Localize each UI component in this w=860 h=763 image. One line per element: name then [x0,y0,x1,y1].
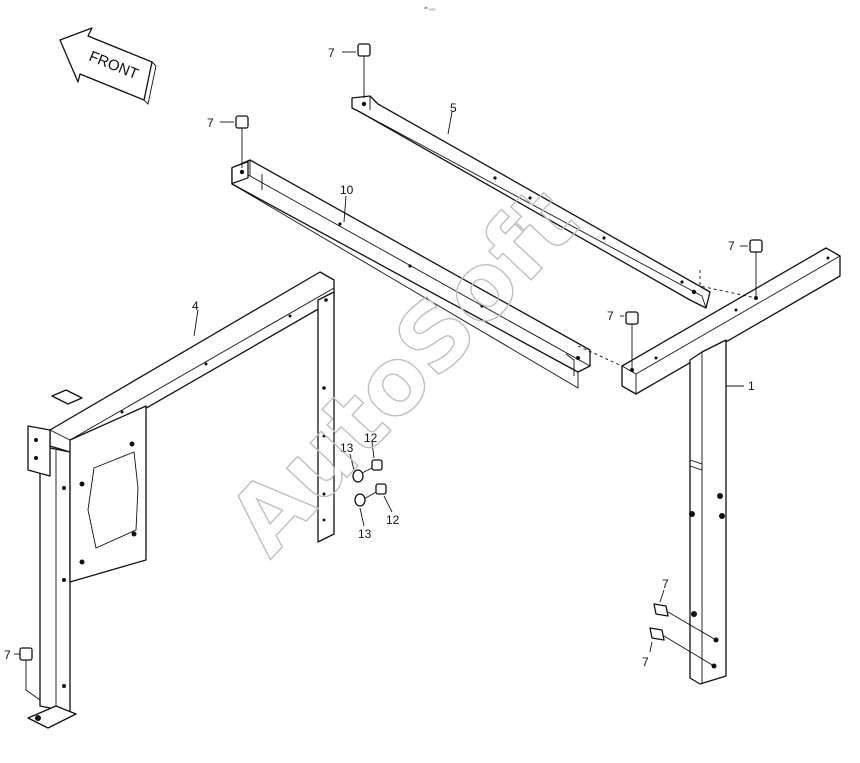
callout-bolt: 7 [207,116,214,130]
callout-screw: 12 [364,431,378,445]
callout-bolt: 7 [728,239,735,253]
front-arrow-icon: FRONT [59,27,157,105]
screw-icon [359,459,383,475]
bolt-icon [19,647,41,701]
callout-front-beam: 10 [340,183,354,197]
washer-icon [354,493,366,507]
rear-bar-part [351,95,711,309]
callout-rear-bar: 5 [450,101,457,115]
bolt-icon [235,115,249,168]
washer-icon [352,469,364,483]
callout-frame-right: 1 [748,379,755,393]
bolt-icon [625,311,639,368]
bolt-icon [649,627,715,667]
left-frame-part [27,271,335,729]
bolt-icon [749,239,763,296]
header-code: ᵈᵇ ₀₀₀ [424,6,435,12]
bolt-icon [653,603,717,641]
leader-lines [14,51,748,655]
callout-bolt: 7 [328,46,335,60]
callout-bolt: 7 [642,655,649,669]
callout-screw: 12 [386,513,400,527]
front-beam-part [231,159,591,389]
bolt-icon [357,43,371,98]
callout-bolt: 7 [662,577,669,591]
callout-frame-left: 4 [192,299,199,313]
callout-washer: 13 [358,527,372,541]
callout-washer: 13 [340,441,354,455]
right-frame-part [577,247,841,685]
callout-bolt: 7 [4,648,11,662]
watermark: AutoSoft [208,168,598,575]
callout-bolt: 7 [607,309,614,323]
